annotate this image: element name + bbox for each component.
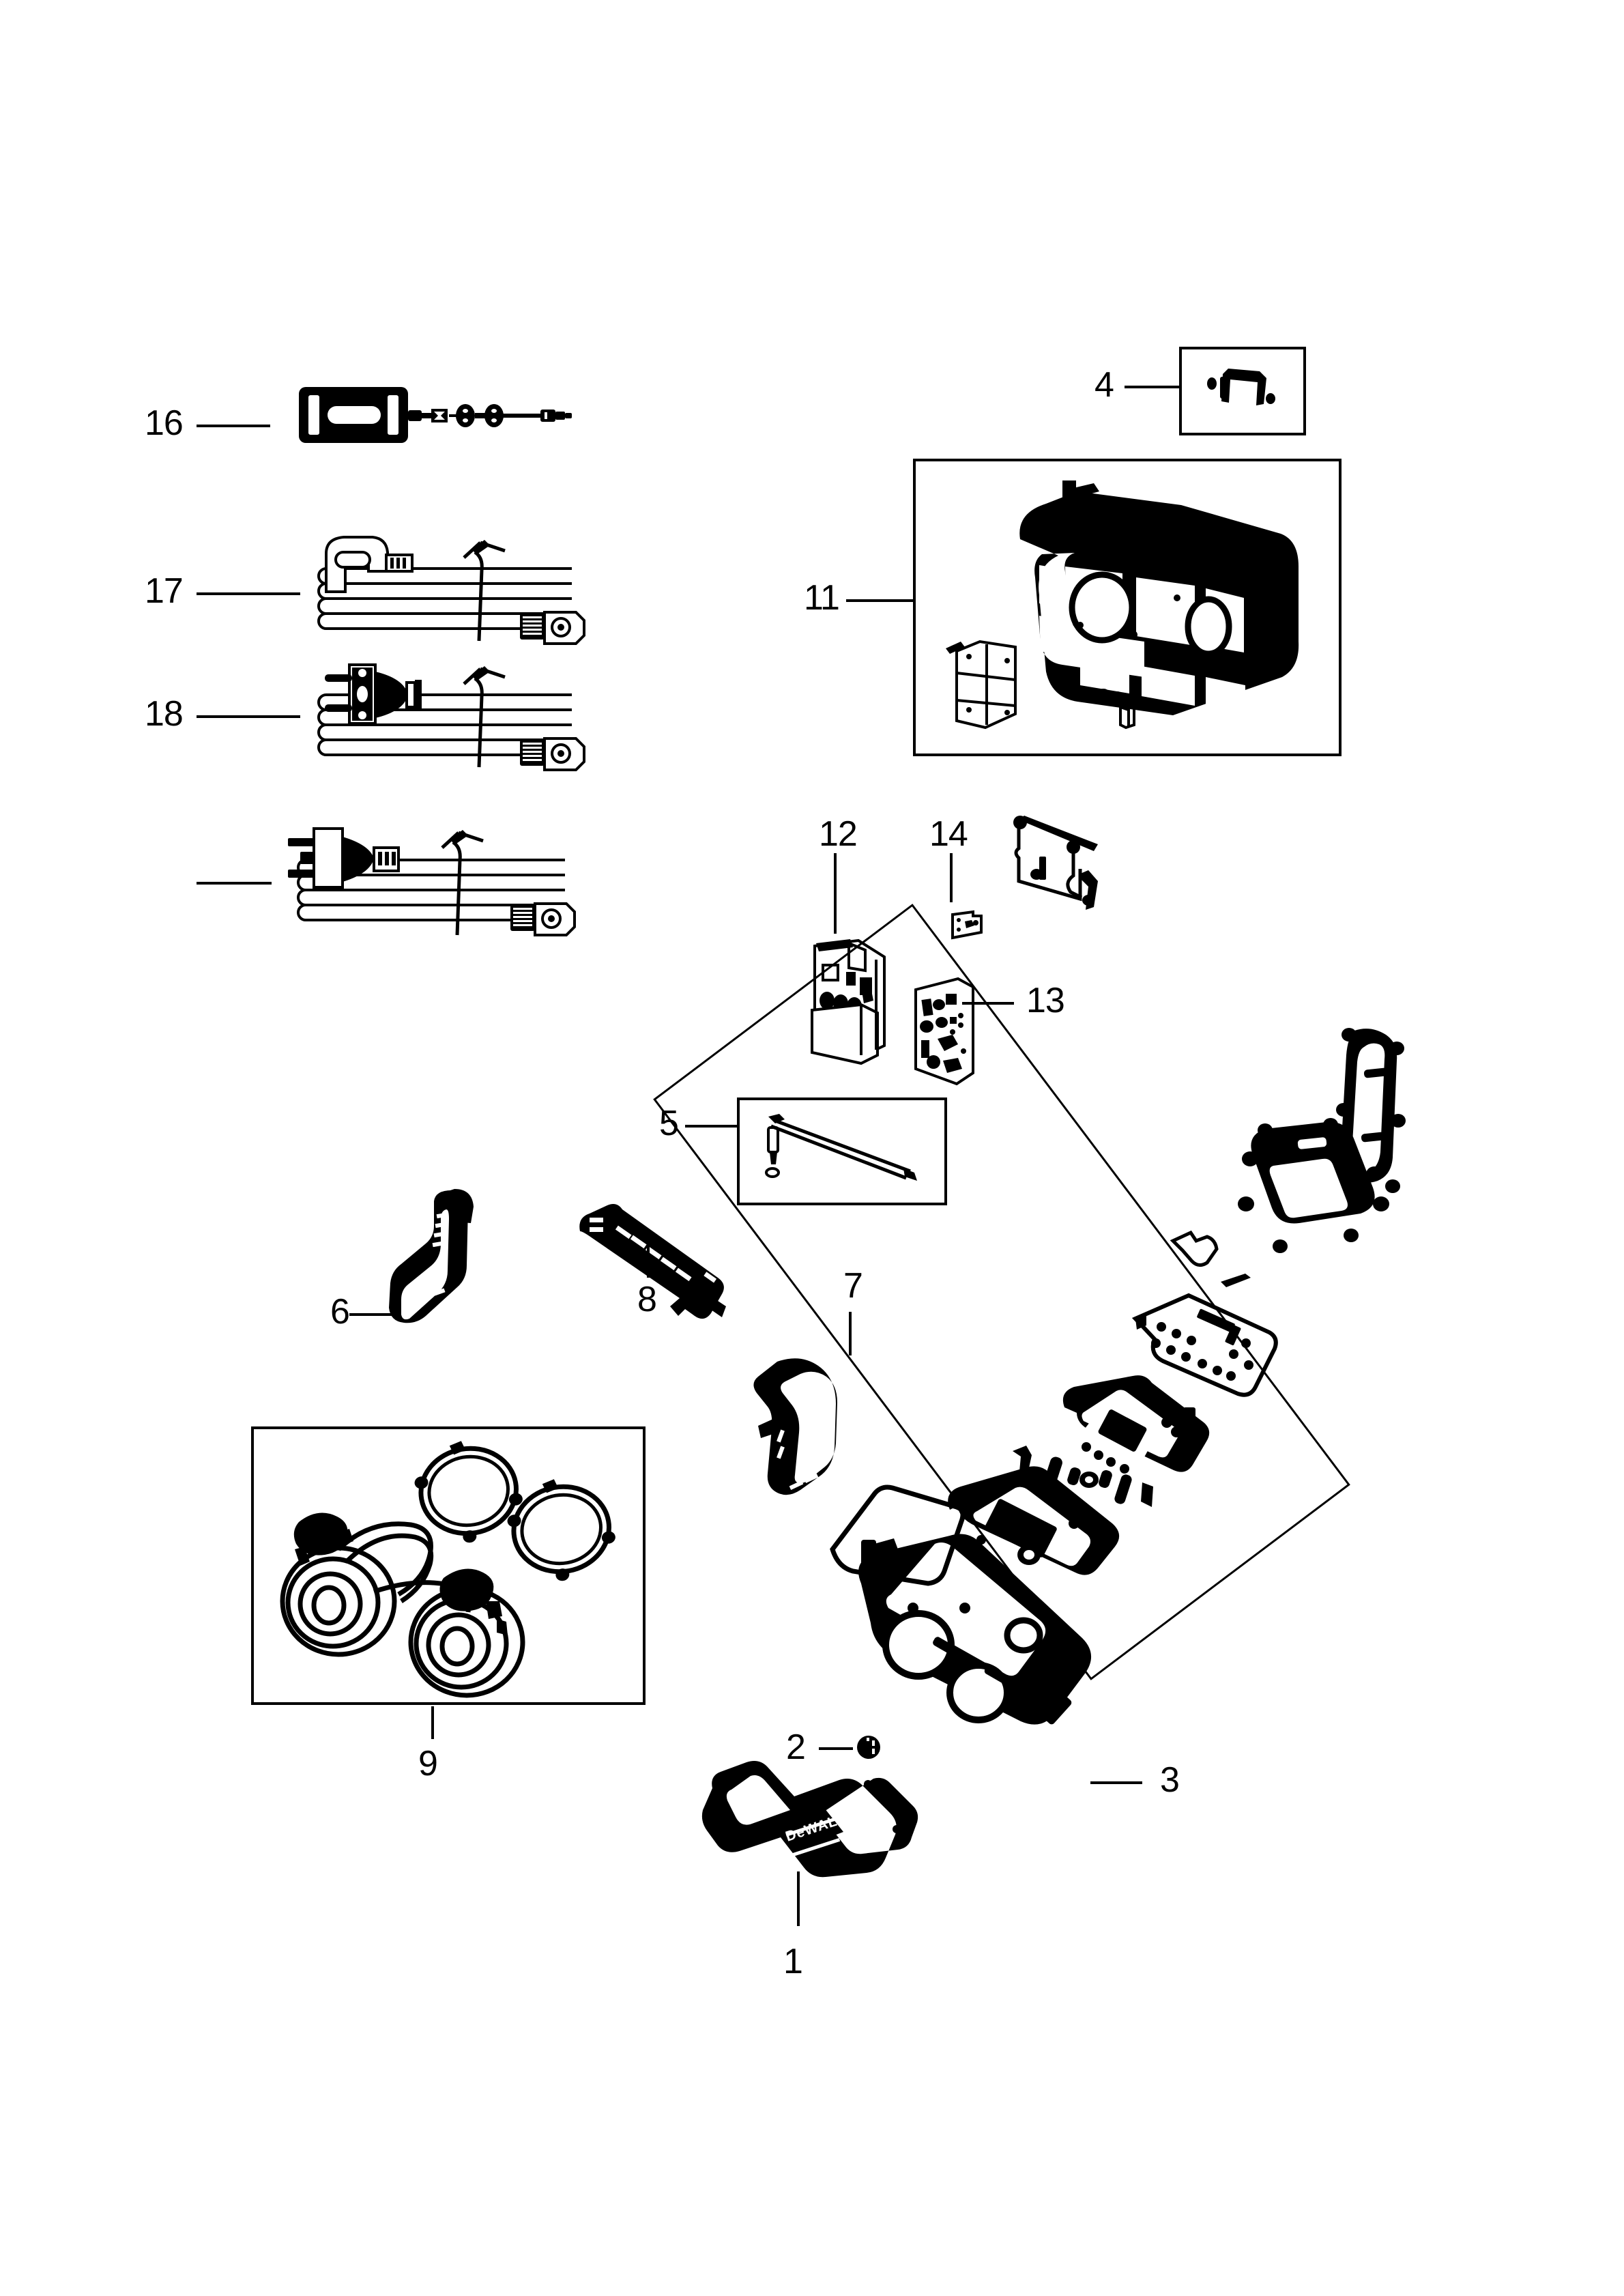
part-power-cord-type-a xyxy=(300,529,600,652)
callout-3: 3 xyxy=(1160,1760,1180,1800)
part-display-bracket xyxy=(993,809,1116,911)
part-3-baffle-panel xyxy=(1126,1290,1283,1406)
leader-15 xyxy=(197,425,270,427)
callout-4: 4 xyxy=(1094,365,1114,405)
leader-11 xyxy=(846,599,913,602)
part-right-roll-cage-handle xyxy=(753,1355,877,1525)
part-left-roll-cage-handle xyxy=(389,1188,512,1338)
leader-8 xyxy=(647,1233,650,1278)
leader-17 xyxy=(197,715,300,718)
callout-5: 5 xyxy=(659,1104,679,1143)
leader-16 xyxy=(197,592,300,595)
part-frame-side-plate xyxy=(942,631,1030,733)
part-power-supply-module xyxy=(805,935,894,1065)
callout-14: 14 xyxy=(929,814,968,854)
part-small-spacer-block xyxy=(1116,699,1137,730)
callout-7: 7 xyxy=(843,1266,863,1306)
callout-6: 6 xyxy=(330,1292,350,1332)
leader-13 xyxy=(962,1002,1014,1005)
leader-9 xyxy=(431,1706,434,1739)
callout-2: 2 xyxy=(786,1727,806,1767)
part-3-rear-housing-shell xyxy=(831,1507,1104,1746)
part-speaker-harness-kit xyxy=(267,1440,629,1698)
leader-5 xyxy=(685,1125,737,1128)
callout-16: 17 xyxy=(145,571,184,611)
part-antenna-rod xyxy=(756,1111,927,1186)
callout-1: 1 xyxy=(783,1942,803,1981)
part-rubber-end-bumper: DeWALT xyxy=(701,1754,921,1891)
leader-7 xyxy=(849,1312,852,1355)
part-3-button-set xyxy=(1009,1440,1159,1515)
leader-18 xyxy=(197,882,272,885)
callout-15: 16 xyxy=(145,403,184,443)
callout-13: 13 xyxy=(1026,981,1065,1020)
callout-17: 18 xyxy=(145,694,184,734)
leader-6 xyxy=(349,1313,397,1316)
callout-12: 12 xyxy=(819,814,858,854)
part-3-control-panel xyxy=(1056,1372,1220,1481)
part-main-housing-frame xyxy=(1000,474,1300,733)
callout-9: 9 xyxy=(418,1744,438,1783)
item-9-inset-box xyxy=(251,1426,646,1705)
part-3-rear-bracket xyxy=(1235,1118,1399,1256)
part-small-pcb xyxy=(948,908,989,941)
part-3-clip-a xyxy=(1169,1229,1223,1267)
part-power-cord-type-c xyxy=(272,812,585,942)
leader-2 xyxy=(819,1747,853,1750)
leader-4 xyxy=(1125,386,1179,388)
part-control-pcb xyxy=(909,975,984,1091)
item-4-inset-box xyxy=(1179,347,1306,435)
part-3-clip-b xyxy=(1218,1271,1255,1291)
leader-1 xyxy=(797,1871,800,1926)
leader-12 xyxy=(834,853,837,934)
part-ac-power-adapter xyxy=(293,379,580,454)
part-power-cord-type-b xyxy=(300,655,600,778)
item-5-inset-box xyxy=(737,1097,947,1205)
part-3-front-bezel xyxy=(940,1461,1125,1583)
callout-8: 8 xyxy=(637,1280,657,1319)
part-rubber-plug xyxy=(854,1732,884,1762)
part-wire-handle-bracket xyxy=(1193,360,1288,416)
callout-11: 11 xyxy=(804,578,840,618)
item-11-inset-box xyxy=(913,459,1342,756)
leader-14 xyxy=(950,853,953,902)
part-3-door-gasket xyxy=(823,1480,973,1596)
part-top-cross-bar xyxy=(573,1193,744,1323)
leader-3 xyxy=(1090,1781,1142,1784)
